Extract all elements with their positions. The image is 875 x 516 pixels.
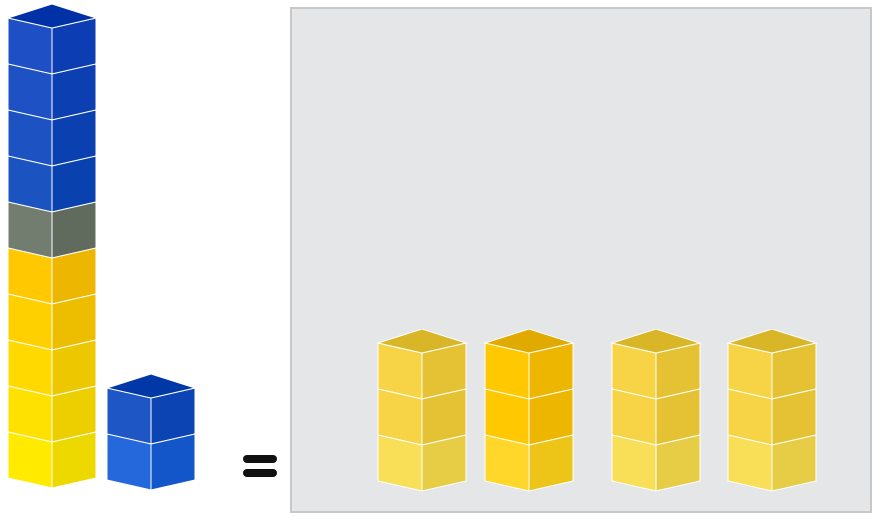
yellow-stack-1-top-face (376, 329, 468, 354)
three-unit-stack-3[interactable] (610, 329, 704, 501)
yellow-stack-4-unit-cube (727, 434, 817, 492)
equals-bar-top (243, 455, 277, 463)
three-unit-stack-2[interactable] (483, 329, 577, 501)
ten-unit-tower[interactable] (6, 4, 100, 502)
two-unit-stack[interactable] (105, 374, 199, 502)
ten-tower-unit-cube (7, 17, 97, 75)
yellow-stack-2-unit-cube (484, 434, 574, 492)
three-unit-stack-4[interactable] (726, 329, 820, 501)
yellow-stack-1-unit-cube (377, 342, 467, 400)
yellow-stack-1-unit-cube (377, 388, 467, 446)
yellow-stack-4-unit-cube (727, 342, 817, 400)
ten-tower-top-face (6, 4, 98, 29)
equals-bar-bottom (243, 469, 277, 477)
ten-tower-unit-cube (7, 293, 97, 351)
yellow-stack-4-unit-cube (727, 388, 817, 446)
yellow-stack-3-top-face (610, 329, 702, 354)
ten-tower-unit-cube (7, 109, 97, 167)
ten-tower-unit-cube (7, 431, 97, 489)
yellow-stack-4-top-face (726, 329, 818, 354)
yellow-stack-3-unit-cube (611, 388, 701, 446)
yellow-stack-3-unit-cube (611, 434, 701, 492)
two-stack-unit-cube (106, 433, 196, 491)
yellow-stack-2-unit-cube (484, 388, 574, 446)
yellow-stack-1-unit-cube (377, 434, 467, 492)
two-stack-top-face (105, 374, 197, 399)
ten-tower-unit-cube (7, 339, 97, 397)
yellow-stack-2-top-face (483, 329, 575, 354)
yellow-stack-2-unit-cube (484, 342, 574, 400)
three-unit-stack-1[interactable] (376, 329, 470, 501)
answer-drop-zone[interactable] (290, 7, 872, 513)
